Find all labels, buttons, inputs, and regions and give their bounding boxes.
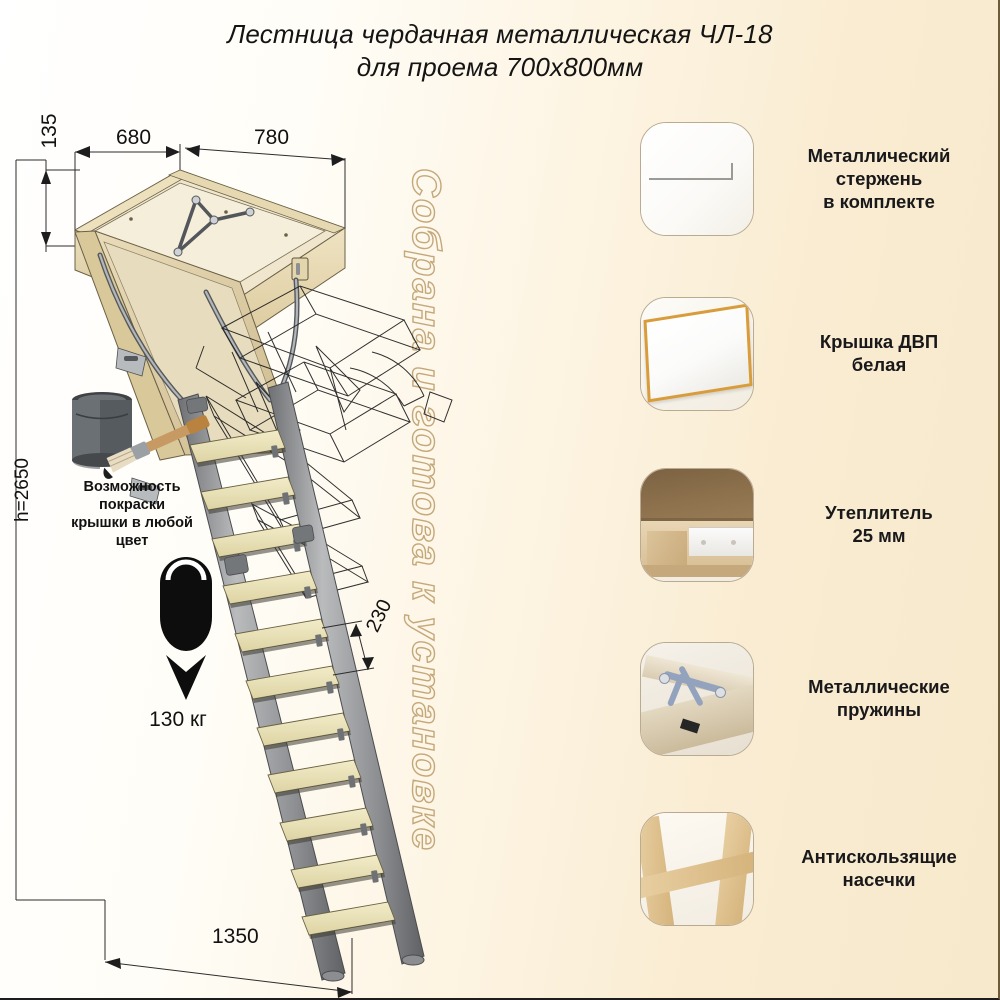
feature-1-line-0: Крышка ДВП [819,331,939,352]
title-line-2: для проема 700х800мм [356,52,644,82]
feature-white-lid-label: Крышка ДВП белая [768,297,990,409]
dimension-floor-reach: 1350 [212,925,259,948]
feature-1-line-1: белая [851,354,907,375]
title-line-1: Лестница чердачная металлическая ЧЛ-18 [227,19,773,49]
feature-metal-rod: Металлический стержень в комплекте [640,122,990,272]
paint-note-line-4: цвет [115,533,149,549]
anti-slip-notches-icon [640,812,754,926]
feature-0-line-1: стержень [835,167,923,189]
feature-white-lid: Крышка ДВП белая [640,297,990,447]
feature-0-line-0: Металлический [807,144,951,166]
paint-note-line-3: крышки в любой [71,515,193,531]
feature-3-line-0: Металлические [808,676,950,697]
feature-metal-rod-label: Металлический стержень в комплекте [768,122,990,234]
dimension-height-135: 135 [38,113,61,149]
load-capacity-label: 130 кг [149,708,207,731]
feature-springs: Металлические пружины [640,642,990,792]
dimension-length-780: 780 [254,126,290,149]
feature-3-line-1: пружины [836,699,922,720]
feature-springs-label: Металлические пружины [768,642,990,754]
insulation-icon [640,468,754,582]
feature-2-line-0: Утеплитель [825,502,933,523]
feature-anti-slip: Антискользящие насечки [640,812,990,962]
white-hdf-lid-icon [640,297,754,411]
feature-insulation: Утеплитель 25 мм [640,468,990,618]
feature-2-line-1: 25 мм [852,525,906,546]
dimension-width-680: 680 [116,126,152,149]
paint-note-line-2: покраски [98,497,166,513]
feature-0-line-2: в комплекте [823,190,935,212]
feature-4-line-1: насечки [842,869,916,890]
paint-note: Возможность покраски крышки в любой цвет [42,478,222,550]
feature-4-line-0: Антискользящие [801,846,957,867]
feature-anti-slip-label: Антискользящие насечки [768,812,990,924]
feature-insulation-label: Утеплитель 25 мм [768,468,990,580]
metal-springs-icon [640,642,754,756]
product-technical-drawing [0,100,520,1000]
paint-note-line-1: Возможность [83,479,181,495]
page-title: Лестница чердачная металлическая ЧЛ-18 д… [0,18,1000,84]
dimension-total-height: h=2650 [12,458,33,522]
metal-rod-icon [640,122,754,236]
